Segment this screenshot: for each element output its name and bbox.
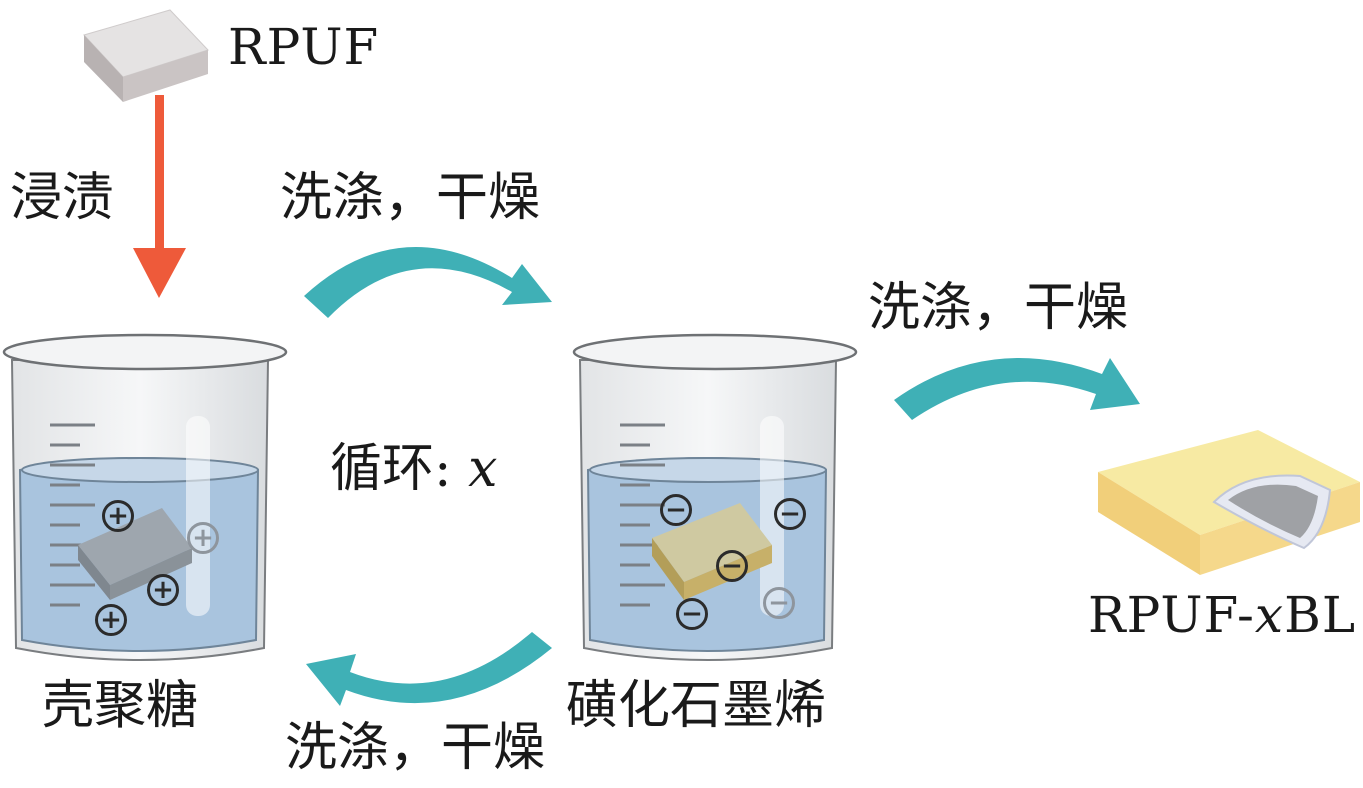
negative-charge-3: −: [716, 550, 748, 582]
negative-charge-5: −: [763, 587, 795, 619]
product-prefix: RPUF-: [1088, 586, 1255, 644]
sulfonated-graphene-label: 磺化石墨烯: [566, 676, 827, 736]
rpuf-label: RPUF: [228, 18, 380, 76]
cycle-text: 循环:: [330, 439, 469, 499]
negative-symbol: −: [779, 499, 801, 529]
negative-symbol: −: [665, 495, 687, 525]
impregnate-arrow: [133, 95, 186, 298]
product-block: [1098, 430, 1360, 575]
wash-dry-label-bottom: 洗涤，干燥: [285, 718, 546, 778]
negative-symbol: −: [768, 588, 790, 618]
positive-symbol: +: [107, 501, 129, 531]
wash-dry-arrow-right: [894, 357, 1140, 420]
negative-charge-4: −: [676, 598, 708, 630]
positive-charge-4: +: [95, 604, 127, 636]
negative-charge-2: −: [774, 498, 806, 530]
negative-symbol: −: [681, 599, 703, 629]
rpuf-foam-block: [83, 9, 209, 102]
cycle-variable: x: [468, 439, 498, 499]
positive-charge-2: +: [187, 522, 219, 554]
chitosan-foam-block: [78, 508, 192, 600]
impregnate-label: 浸渍: [10, 168, 115, 228]
positive-charge-3: +: [147, 574, 179, 606]
cycle-label: 循环: x: [330, 443, 497, 495]
product-label: RPUF-xBL: [1088, 590, 1356, 640]
negative-charge-1: −: [660, 494, 692, 526]
wash-dry-arrow-bottom: [306, 632, 552, 706]
positive-symbol: +: [152, 575, 174, 605]
wash-dry-label-right: 洗涤，干燥: [868, 278, 1129, 338]
positive-symbol: +: [192, 523, 214, 553]
negative-symbol: −: [721, 551, 743, 581]
positive-charge-1: +: [102, 500, 134, 532]
chitosan-beaker: [2, 333, 288, 661]
wash-dry-label-top: 洗涤，干燥: [280, 168, 541, 228]
product-suffix: BL: [1284, 586, 1357, 644]
chitosan-label: 壳聚糖: [42, 676, 199, 736]
graphene-beaker: [572, 333, 858, 661]
product-variable: x: [1254, 586, 1285, 644]
positive-symbol: +: [100, 605, 122, 635]
wash-dry-arrow-top: [304, 246, 552, 318]
